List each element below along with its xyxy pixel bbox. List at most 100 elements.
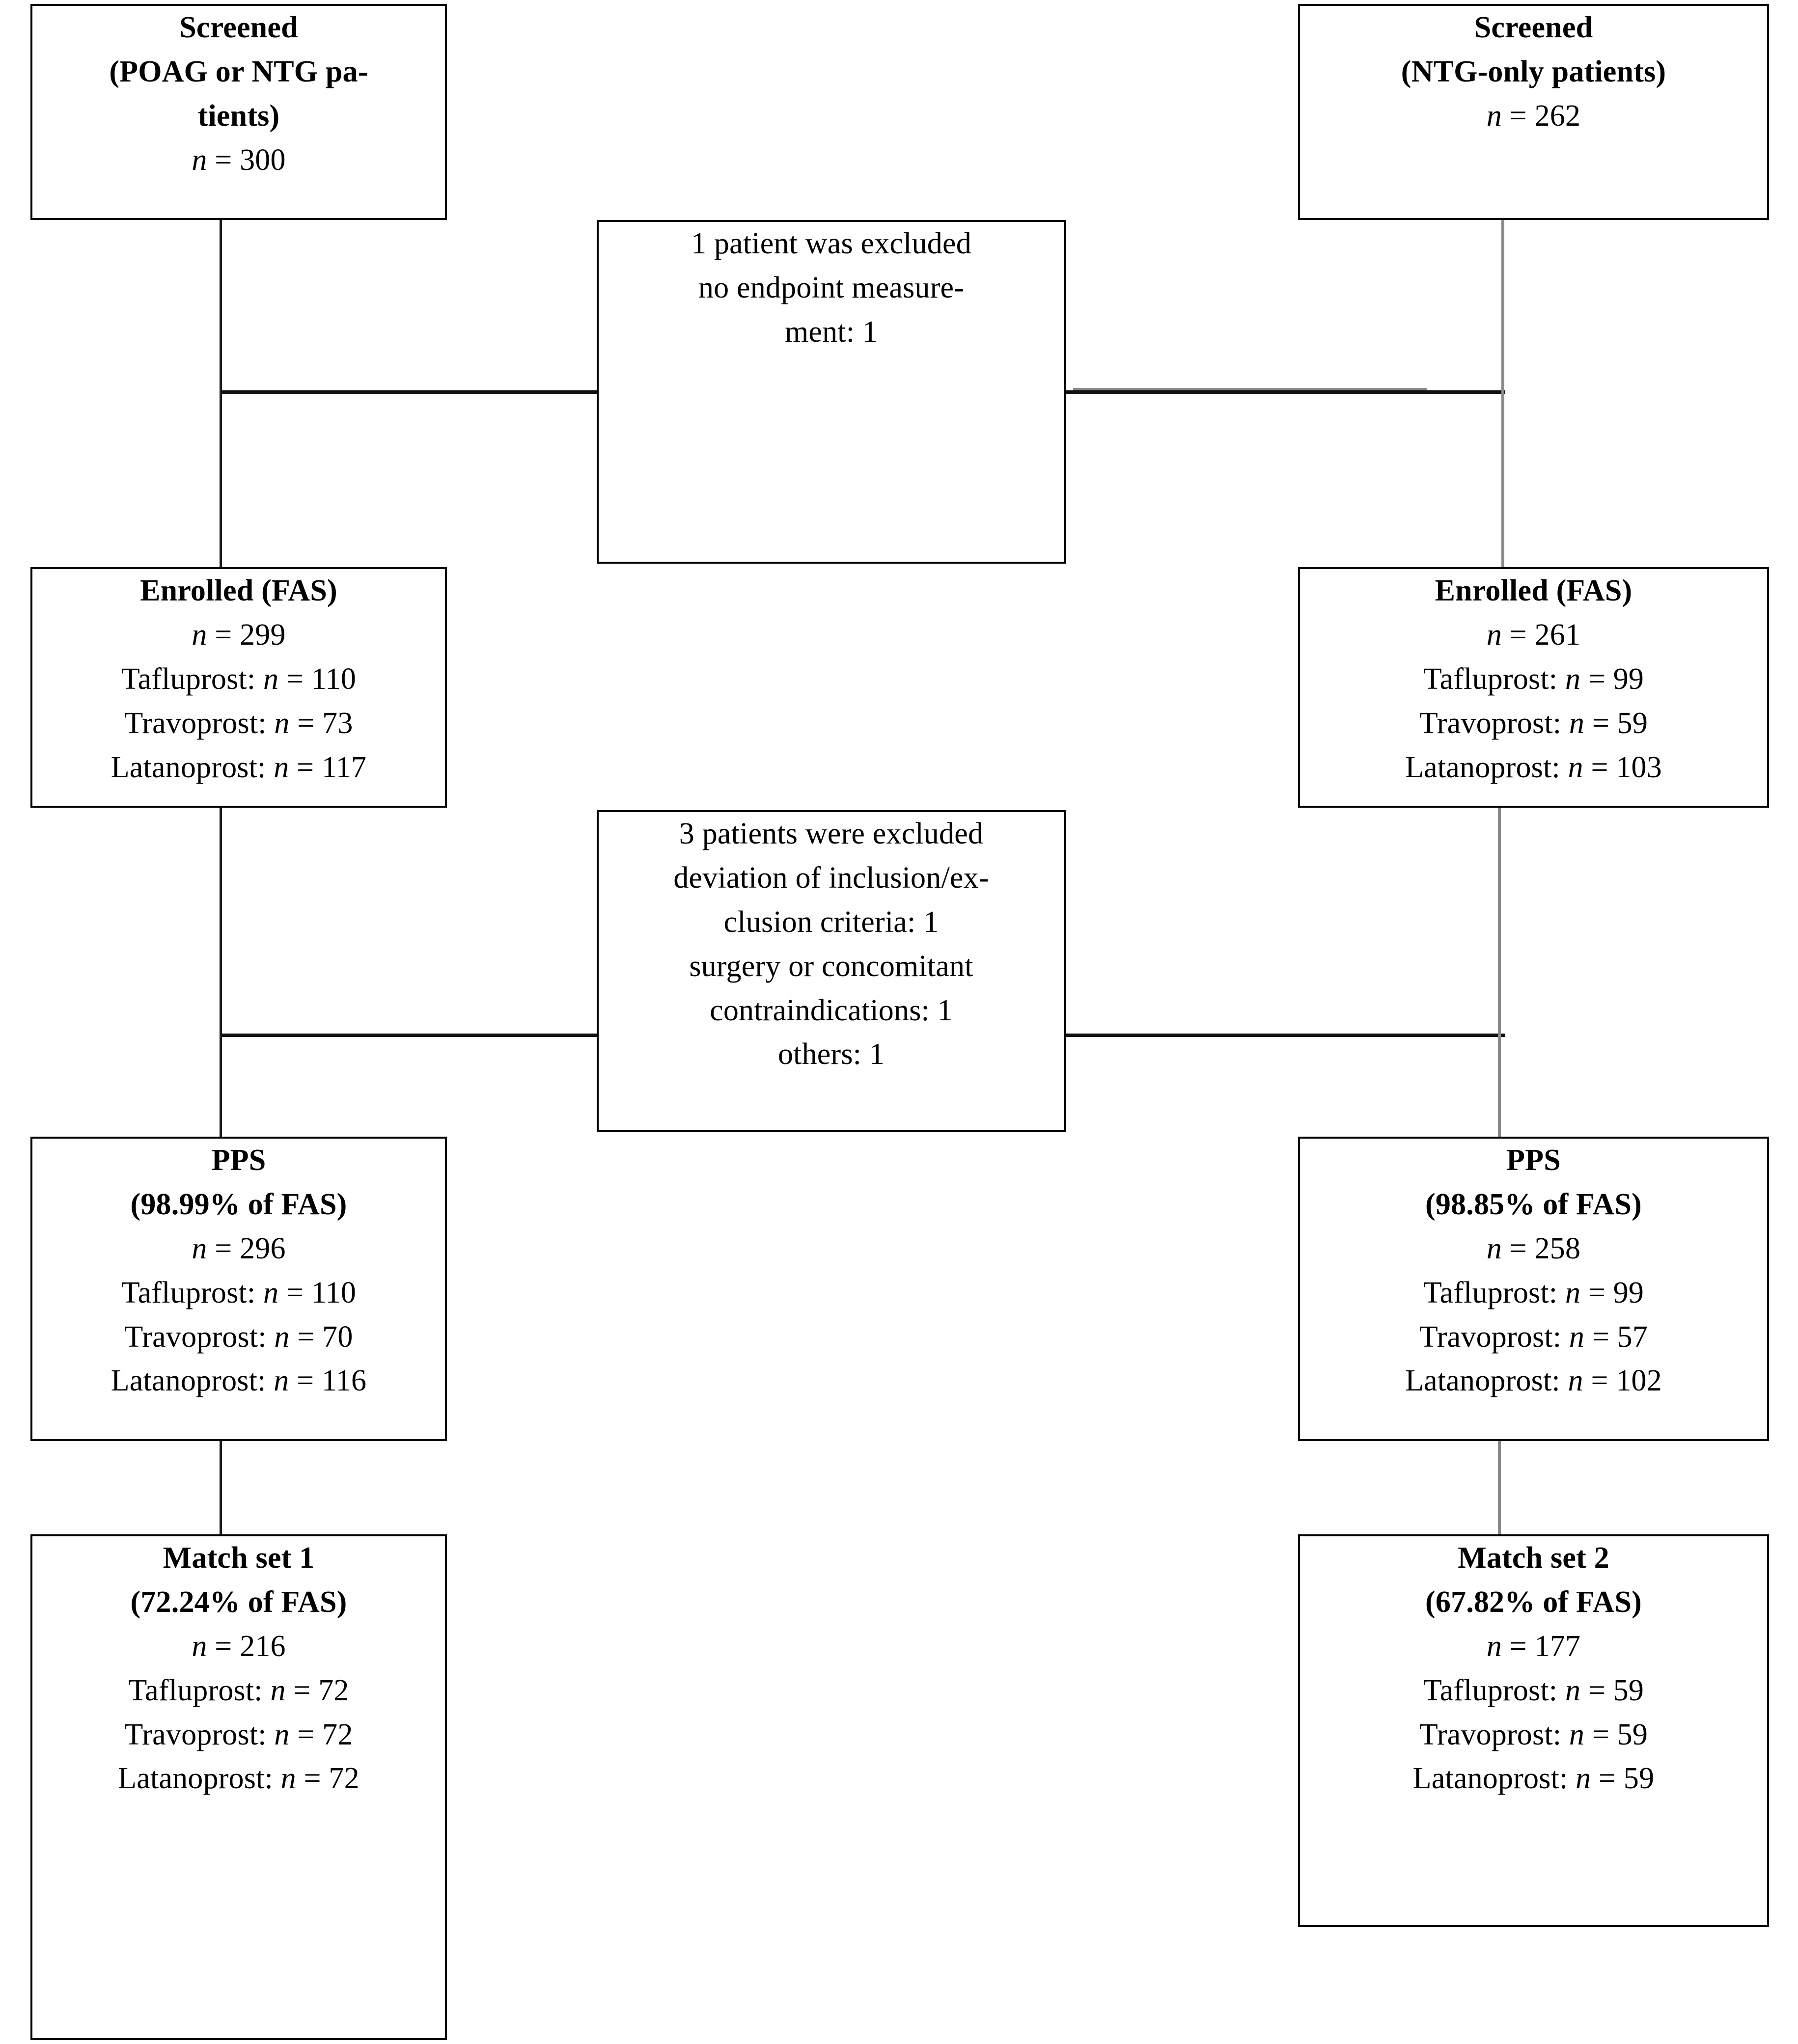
drug-n-label: n bbox=[270, 1673, 286, 1707]
enrolled-right-n-value: = 261 bbox=[1509, 618, 1581, 652]
box-exclusion-1: 1 patient was excluded no endpoint measu… bbox=[597, 220, 1066, 564]
match-set-1-drug-1: Travoprost: n = 72 bbox=[41, 1713, 436, 1757]
drug-n-value: = 103 bbox=[1591, 750, 1662, 784]
match-set-1-title: Match set 1 bbox=[163, 1541, 315, 1575]
connector-left-enrolled-down bbox=[220, 805, 222, 1036]
connector-left-to-exclusion2 bbox=[220, 1034, 599, 1037]
exclusion2-line-3: clusion criteria: 1 bbox=[723, 905, 939, 939]
screened-left-title: Screened bbox=[179, 11, 298, 44]
box-enrolled-right: Enrolled (FAS) n = 261 Tafluprost: n = 9… bbox=[1298, 567, 1769, 808]
pps-right-title: PPS bbox=[1506, 1144, 1561, 1177]
screened-left-subtitle-b: tients) bbox=[197, 99, 280, 133]
drug-n-label: n bbox=[1565, 1276, 1581, 1309]
drug-n-label: n bbox=[274, 1717, 290, 1751]
drug-label: Latanoprost: bbox=[111, 750, 266, 784]
exclusion2-line-6: others: 1 bbox=[777, 1037, 885, 1071]
match-set-1-n: n = 216 bbox=[41, 1625, 436, 1669]
exclusion2-line-4: surgery or concomitant bbox=[689, 949, 973, 983]
match-set-1-n-label: n bbox=[192, 1629, 207, 1663]
match-set-2-n-value: = 177 bbox=[1509, 1629, 1581, 1663]
drug-label: Tafluprost: bbox=[128, 1673, 263, 1707]
drug-n-value: = 110 bbox=[286, 1276, 357, 1309]
box-pps-right: PPS (98.85% of FAS) n = 258 Tafluprost: … bbox=[1298, 1137, 1769, 1441]
match-set-2-subtitle: (67.82% of FAS) bbox=[1425, 1585, 1642, 1619]
drug-n-value: = 59 bbox=[1592, 1717, 1648, 1751]
pps-left-drug-2: Latanoprost: n = 116 bbox=[41, 1359, 436, 1403]
drug-n-value: = 73 bbox=[297, 706, 353, 740]
drug-n-label: n bbox=[1568, 1364, 1583, 1398]
connector-left-screened-down bbox=[220, 216, 222, 393]
pps-right-subtitle: (98.85% of FAS) bbox=[1425, 1187, 1642, 1221]
connector-left-junction-to-enrolled bbox=[220, 390, 222, 570]
pps-right-drug-2: Latanoprost: n = 102 bbox=[1309, 1359, 1758, 1403]
match-set-2-drug-2: Latanoprost: n = 59 bbox=[1309, 1757, 1758, 1801]
match-set-1-subtitle: (72.24% of FAS) bbox=[130, 1585, 347, 1619]
exclusion1-line-1: 1 patient was excluded bbox=[691, 227, 971, 260]
drug-label: Travoprost: bbox=[124, 706, 267, 740]
pps-left-n-label: n bbox=[192, 1231, 207, 1265]
drug-n-value: = 116 bbox=[297, 1364, 367, 1398]
connector-right-junction-to-enrolled bbox=[1501, 390, 1504, 570]
screened-right-n: n = 262 bbox=[1309, 94, 1758, 138]
enrolled-right-title: Enrolled (FAS) bbox=[1435, 574, 1632, 607]
enrolled-left-title: Enrolled (FAS) bbox=[140, 574, 337, 607]
pps-left-drug-0: Tafluprost: n = 110 bbox=[41, 1271, 436, 1315]
drug-n-value: = 117 bbox=[297, 750, 367, 784]
screened-right-subtitle-a: (NTG-only patients) bbox=[1401, 55, 1666, 88]
drug-n-value: = 99 bbox=[1588, 1276, 1644, 1309]
drug-n-label: n bbox=[1569, 706, 1585, 740]
match-set-1-drug-2: Latanoprost: n = 72 bbox=[41, 1757, 436, 1801]
screened-left-n-label: n bbox=[192, 143, 207, 177]
exclusion1-line-3: ment: 1 bbox=[784, 315, 878, 349]
enrolled-left-n-value: = 299 bbox=[215, 618, 286, 652]
match-set-2-n-label: n bbox=[1486, 1629, 1502, 1663]
connector-left-pps-to-matchset1 bbox=[220, 1439, 222, 1537]
drug-n-value: = 102 bbox=[1591, 1364, 1662, 1398]
match-set-2-drug-0: Tafluprost: n = 59 bbox=[1309, 1669, 1758, 1713]
box-match-set-2: Match set 2 (67.82% of FAS) n = 177 Tafl… bbox=[1298, 1534, 1769, 1927]
screened-left-subtitle-a: (POAG or NTG pa- bbox=[109, 55, 368, 88]
drug-n-value: = 99 bbox=[1588, 662, 1644, 696]
connector-right-enrolled-down bbox=[1498, 805, 1501, 1036]
exclusion2-line-5: contraindications: 1 bbox=[710, 993, 953, 1027]
drug-label: Tafluprost: bbox=[121, 662, 256, 696]
connector-exclusion2-to-right bbox=[1066, 1034, 1505, 1037]
drug-label: Tafluprost: bbox=[1423, 1673, 1558, 1707]
enrolled-right-drug-2: Latanoprost: n = 103 bbox=[1309, 746, 1758, 790]
drug-n-value: = 59 bbox=[1588, 1673, 1644, 1707]
drug-n-value: = 59 bbox=[1599, 1762, 1655, 1796]
drug-label: Latanoprost: bbox=[1405, 1364, 1560, 1398]
box-pps-left: PPS (98.99% of FAS) n = 296 Tafluprost: … bbox=[30, 1137, 447, 1441]
pps-right-n-label: n bbox=[1486, 1231, 1502, 1265]
drug-label: Travoprost: bbox=[124, 1320, 267, 1354]
drug-n-value: = 110 bbox=[286, 662, 357, 696]
drug-n-label: n bbox=[263, 662, 279, 696]
match-set-2-drug-1: Travoprost: n = 59 bbox=[1309, 1713, 1758, 1757]
drug-n-value: = 72 bbox=[304, 1762, 360, 1796]
drug-n-label: n bbox=[263, 1276, 279, 1309]
drug-label: Latanoprost: bbox=[1412, 1762, 1568, 1796]
screened-right-title: Screened bbox=[1474, 11, 1593, 44]
connector-right-junction-to-pps bbox=[1498, 1034, 1501, 1139]
pps-right-n-value: = 258 bbox=[1509, 1231, 1581, 1265]
pps-right-drug-0: Tafluprost: n = 99 bbox=[1309, 1271, 1758, 1315]
screened-left-n-value: = 300 bbox=[215, 143, 286, 177]
enrolled-right-n: n = 261 bbox=[1309, 613, 1758, 657]
drug-label: Travoprost: bbox=[124, 1717, 267, 1751]
enrolled-left-drug-1: Travoprost: n = 73 bbox=[41, 702, 436, 746]
pps-left-n: n = 296 bbox=[41, 1227, 436, 1271]
box-enrolled-left: Enrolled (FAS) n = 299 Tafluprost: n = 1… bbox=[30, 567, 447, 808]
drug-n-label: n bbox=[1565, 1673, 1581, 1707]
connector-right-pps-to-matchset2 bbox=[1498, 1439, 1501, 1537]
connector-right-screened-down bbox=[1501, 182, 1504, 393]
drug-label: Travoprost: bbox=[1419, 1717, 1562, 1751]
drug-label: Tafluprost: bbox=[1423, 1276, 1558, 1309]
drug-n-label: n bbox=[1565, 662, 1581, 696]
match-set-1-n-value: = 216 bbox=[215, 1629, 286, 1663]
drug-n-value: = 72 bbox=[297, 1717, 353, 1751]
drug-label: Travoprost: bbox=[1419, 706, 1562, 740]
enrolled-left-n-label: n bbox=[192, 618, 207, 652]
drug-n-label: n bbox=[1568, 750, 1583, 784]
enrolled-right-n-label: n bbox=[1486, 618, 1502, 652]
